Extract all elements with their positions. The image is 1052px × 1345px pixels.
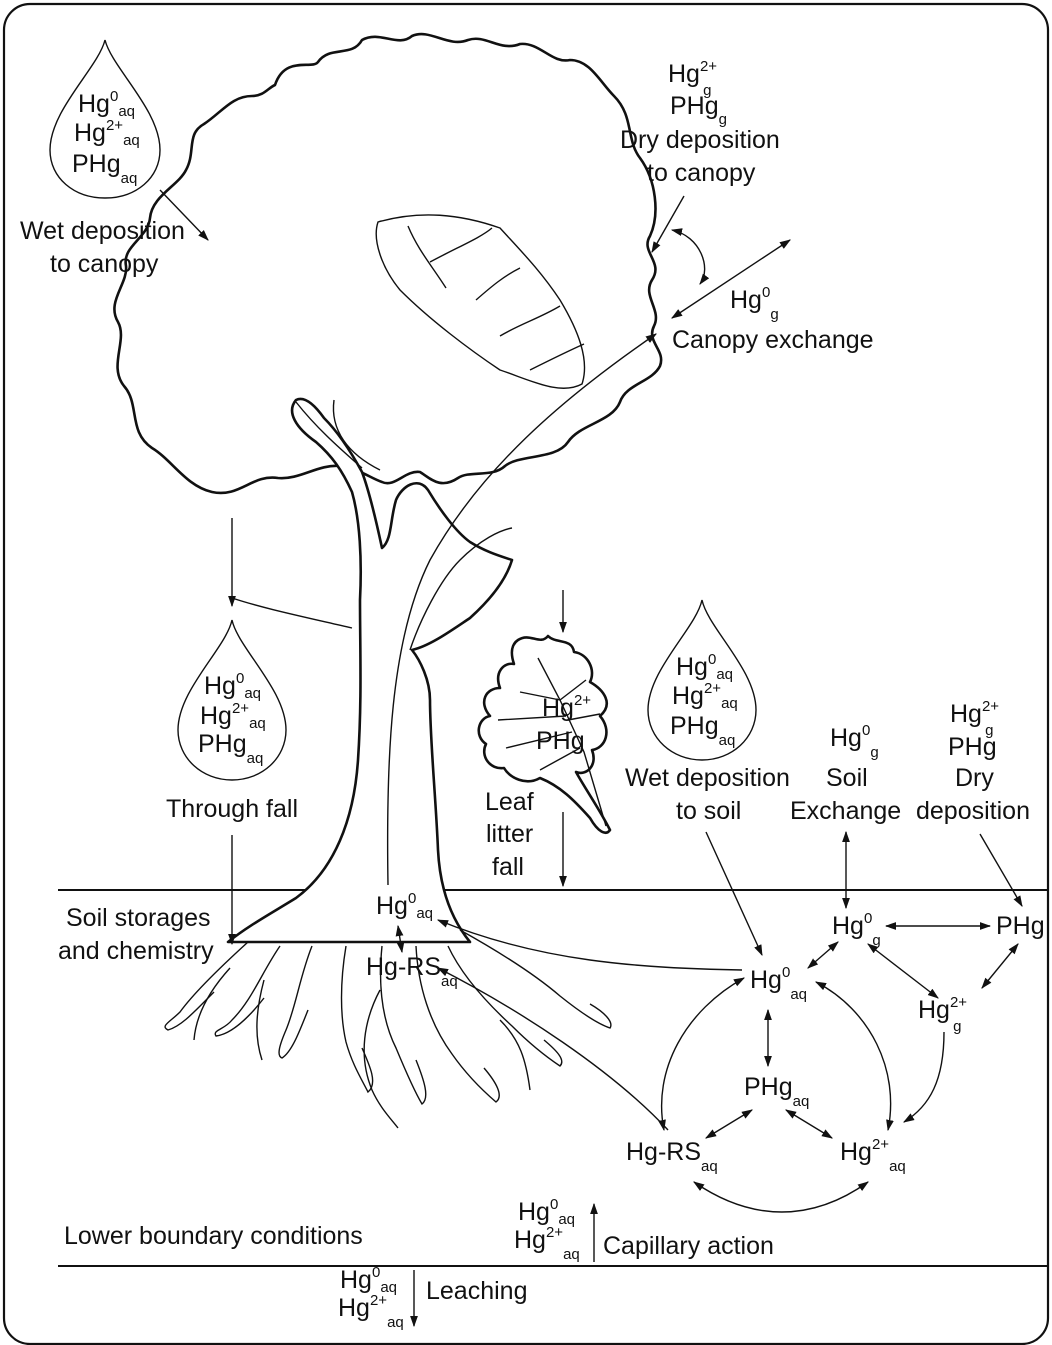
label-lower-boundary: Lower boundary conditions (64, 1222, 363, 1250)
arrow-canopy-cycle (672, 230, 705, 284)
species-text: Hg0aq (676, 651, 733, 683)
tree-trunk (228, 399, 512, 942)
label-wet-deposition-soil-1: Wet deposition (625, 764, 790, 792)
node-phg-aq: PHgaq (744, 1073, 809, 1110)
species-text: Hg0aq (204, 670, 261, 702)
canopy-dry-deposition-species: Hg2+g PHgg (668, 58, 727, 128)
label-canopy-exchange: Canopy exchange (672, 326, 874, 354)
arrow-hg2g-hg2aq (904, 1032, 944, 1122)
leaching-species: Hg0aq Hg2+aq (338, 1264, 404, 1331)
label-soil-exchange-1: Soil (826, 764, 868, 792)
arrow-wet-deposition-soil (706, 832, 762, 955)
species-text: Hg0aq (340, 1264, 397, 1296)
label-dry-deposition-soil-1: Dry (955, 764, 994, 792)
species-text: PHgaq (198, 730, 263, 767)
label-dry-deposition-canopy-1: Dry deposition (620, 126, 780, 154)
label-through-fall: Through fall (166, 795, 298, 823)
species-text: PHgaq (72, 150, 137, 187)
capillary-species: Hg0aq Hg2+aq (514, 1196, 580, 1263)
arrow-hg0aq-hg2aq (816, 982, 891, 1130)
label-soil-exchange-2: Exchange (790, 797, 901, 825)
species-text: PHgaq (670, 712, 735, 749)
label-fall: fall (492, 853, 524, 881)
node-hg2-aq: Hg2+aq (840, 1136, 906, 1175)
species-text: PHgg (670, 92, 727, 128)
soil-wet-deposition-species: Hg0aq Hg2+aq PHgaq (670, 651, 738, 749)
soil-exchange-species: Hg0g (830, 722, 879, 761)
arrow-hg0g-hg2g (868, 944, 938, 998)
node-phg: PHg (996, 912, 1045, 940)
arrow-hg0g-hg0aq (808, 942, 838, 968)
arrow-phg-hg2g (982, 944, 1018, 988)
species-text: Hg0aq (78, 88, 135, 120)
canopy-exchange-species: Hg0g (730, 284, 779, 323)
node-hgrs-aq: Hg-RSaq (626, 1138, 718, 1175)
node-hg0-gas: Hg0g (832, 910, 881, 949)
node-hg0-aq: Hg0aq (750, 964, 807, 1003)
label-dry-deposition-canopy-2: to canopy (647, 159, 756, 187)
arrow-dry-deposition-canopy (652, 196, 684, 252)
label-litter: litter (486, 820, 533, 848)
node-hg2-gas: Hg2+g (918, 994, 967, 1035)
label-leaf: Leaf (485, 788, 534, 816)
soil-dry-deposition-species: Hg2+g PHg (948, 698, 999, 761)
label-leaching: Leaching (426, 1277, 527, 1305)
species-text: Hg2+aq (338, 1292, 404, 1331)
label-capillary-action: Capillary action (603, 1232, 774, 1260)
arrow-phgaq-hgrsaq (706, 1110, 752, 1138)
species-text: Hg2+aq (200, 700, 266, 732)
species-text: Hg2+aq (514, 1224, 580, 1263)
arrow-hg0aq-hgrsaq (662, 978, 744, 1130)
label-wet-deposition-soil-2: to soil (676, 797, 741, 825)
through-fall-species: Hg0aq Hg2+aq PHgaq (198, 670, 266, 767)
label-dry-deposition-soil-2: deposition (916, 797, 1030, 825)
species-text: Hg2+aq (74, 117, 140, 149)
canopy-detail (232, 598, 352, 628)
label-wet-deposition-canopy-2: to canopy (50, 250, 159, 278)
arrow-hg0aq-to-root (438, 920, 742, 970)
arrow-phgaq-hg2aq (786, 1110, 832, 1138)
arrow-hgrsaq-hg2aq (694, 1182, 868, 1212)
tree-canopy (114, 34, 661, 493)
canopy-wet-deposition-species: Hg0aq Hg2+aq PHgaq (72, 88, 140, 187)
arrow-dry-deposition-soil (980, 834, 1022, 906)
species-text: PHg (948, 733, 997, 761)
label-wet-deposition-canopy-1: Wet deposition (20, 217, 185, 245)
label-soil-storages-1: Soil storages (66, 904, 211, 932)
label-soil-storages-2: and chemistry (58, 937, 214, 965)
species-text: PHg (536, 727, 585, 755)
species-text: Hg2+aq (672, 680, 738, 712)
